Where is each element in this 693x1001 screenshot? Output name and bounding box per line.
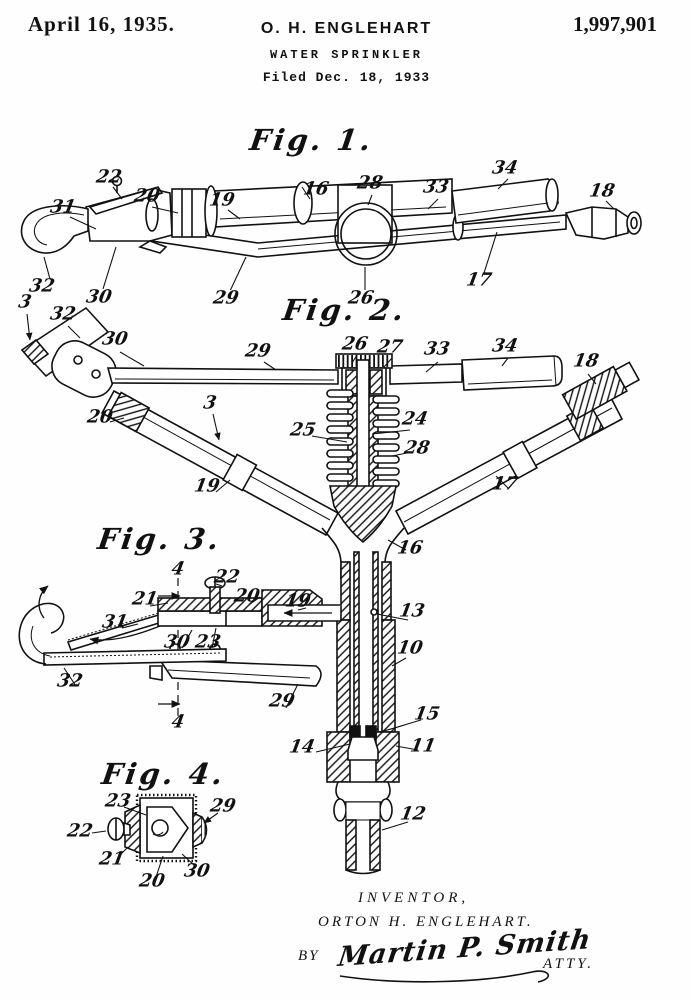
fig3-ref-numeral-21: 21: [130, 588, 160, 610]
figure-1-drawing: [20, 175, 642, 290]
figure-1-title: Fig. 1.: [247, 123, 376, 157]
fig1-guard-ring: [334, 202, 398, 266]
fig1-ref-numeral-31: 31: [48, 196, 78, 218]
fig2-ref-numeral-17: 17: [490, 473, 520, 495]
fig3-spoon-curl: [18, 602, 65, 665]
fig2-nozzle: [561, 361, 641, 421]
figure-2-title: Fig. 2.: [280, 293, 409, 327]
fig3-ref-numeral-29: 29: [267, 690, 297, 712]
inventor-header: O. H. ENGLEHART: [260, 20, 433, 37]
fig2-ref-numeral-12: 12: [398, 803, 428, 825]
fig3-lower-tube: [158, 659, 322, 687]
fig2-ref-numeral-10: 10: [395, 637, 425, 659]
fig2-ref-numeral-25: 25: [288, 419, 318, 441]
fig1-ref-numeral-20: 20: [132, 185, 162, 207]
fig3-flow-arrows: [38, 585, 332, 708]
figure-4-drawing: [91, 793, 219, 878]
fig4-knurled-bump: [201, 816, 208, 844]
fig1-sprinkler-arm: [20, 175, 642, 266]
fig2-ref-numeral-33: 33: [422, 338, 452, 360]
figure-2-drawing: [20, 306, 641, 875]
fig4-ref-numeral-30: 30: [182, 860, 212, 882]
fig1-ref-numeral-22: 22: [94, 166, 124, 188]
fig2-ref-numeral-19: 19: [192, 475, 222, 497]
fig3-nozzle-section: [18, 576, 340, 718]
fig2-deflector-bar: [20, 306, 110, 378]
fig2-ref-numeral-27: 27: [375, 336, 405, 358]
fig2-spring-bar: [106, 367, 339, 385]
invention-title: WATER SPRINKLER: [269, 48, 424, 62]
fig1-ref-numeral-33: 33: [421, 176, 451, 198]
fig4-ref-numeral-29: 29: [208, 795, 238, 817]
fig3-ref-numeral-19: 19: [283, 590, 313, 612]
issue-date: April 16, 1935.: [28, 12, 175, 36]
figure-3-drawing: [18, 576, 340, 718]
fig3-ref-numeral-22: 22: [212, 566, 242, 588]
fig2-ref-numeral-13: 13: [397, 600, 427, 622]
fig4-cross-section: [107, 793, 208, 863]
figure-3-title: Fig. 3.: [95, 522, 224, 556]
fig1-deflector-blade: [88, 186, 164, 215]
fig2-leader-lines: [25, 313, 597, 831]
fig2-ref-numeral-18: 18: [571, 350, 601, 372]
fig1-ref-numeral-28: 28: [355, 172, 385, 194]
fig2-coil-spring: [326, 389, 400, 488]
by-label: BY: [298, 948, 320, 964]
fig2-sprinkler-section: [20, 306, 641, 875]
fig2-ref-numeral-34: 34: [490, 335, 520, 357]
fig3-deflector-plate: [43, 648, 227, 666]
fig3-ref-numeral-23: 23: [193, 631, 223, 653]
fig2-ref-numeral-15: 15: [412, 703, 442, 725]
fig2-handle-weight: [461, 355, 563, 391]
patent-number: 1,997,901: [573, 12, 657, 36]
fig4-ref-numeral-23: 23: [103, 790, 133, 812]
fig2-ref-numeral-32: 32: [48, 303, 78, 325]
signature-flourish: [339, 970, 550, 983]
fig1-nozzle: [564, 206, 629, 240]
fig2-ref-numeral-28: 28: [402, 437, 432, 459]
filed-date: Filed Dec. 18, 1933: [262, 70, 431, 85]
fig2-ref-numeral-16: 16: [395, 537, 425, 559]
fig2-ref-numeral-24: 24: [400, 408, 430, 430]
inventor-caption: INVENTOR,: [358, 890, 470, 906]
fig2-ref-numeral-11: 11: [408, 735, 438, 757]
fig1-ref-numeral-34: 34: [490, 157, 520, 179]
fig4-leader-lines: [91, 806, 219, 878]
fig3-ref-numeral-20: 20: [232, 585, 262, 607]
inventor-signature-name: ORTON H. ENGLEHART.: [318, 914, 534, 930]
fig1-ref-numeral-16: 16: [301, 178, 331, 200]
fig1-ref-numeral-18: 18: [587, 180, 617, 202]
fig2-y-hub: [329, 485, 397, 544]
fig2-valve-stem: [356, 359, 370, 501]
figure-4-title: Fig. 4.: [99, 757, 228, 791]
fig4-orifice: [151, 819, 169, 837]
fig3-ref-numeral-32: 32: [55, 670, 85, 692]
attorney-label: ATTY.: [543, 956, 595, 972]
fig3-leader-lines: [63, 583, 307, 709]
fig1-ref-numeral-17: 17: [464, 269, 494, 291]
fig3-ref-numeral-31: 31: [100, 611, 130, 633]
fig1-ref-numeral-19: 19: [207, 189, 237, 211]
fig3-ref-numeral-30: 30: [162, 631, 192, 653]
fig2-ref-numeral-29: 29: [243, 340, 273, 362]
fig1-leader-lines: [43, 178, 615, 290]
fig2-ref-numeral-30: 30: [100, 328, 130, 350]
fig2-ref-numeral-20: 20: [85, 406, 115, 428]
fig2-ref-numeral-26: 26: [340, 333, 370, 355]
fig1-upper-tube: [213, 178, 453, 228]
fig2-vertical-pipe: [326, 551, 400, 875]
fig4-ref-numeral-20: 20: [137, 870, 167, 892]
fig4-ref-numeral-22: 22: [65, 820, 95, 842]
fig4-ref-numeral-21: 21: [97, 848, 127, 870]
